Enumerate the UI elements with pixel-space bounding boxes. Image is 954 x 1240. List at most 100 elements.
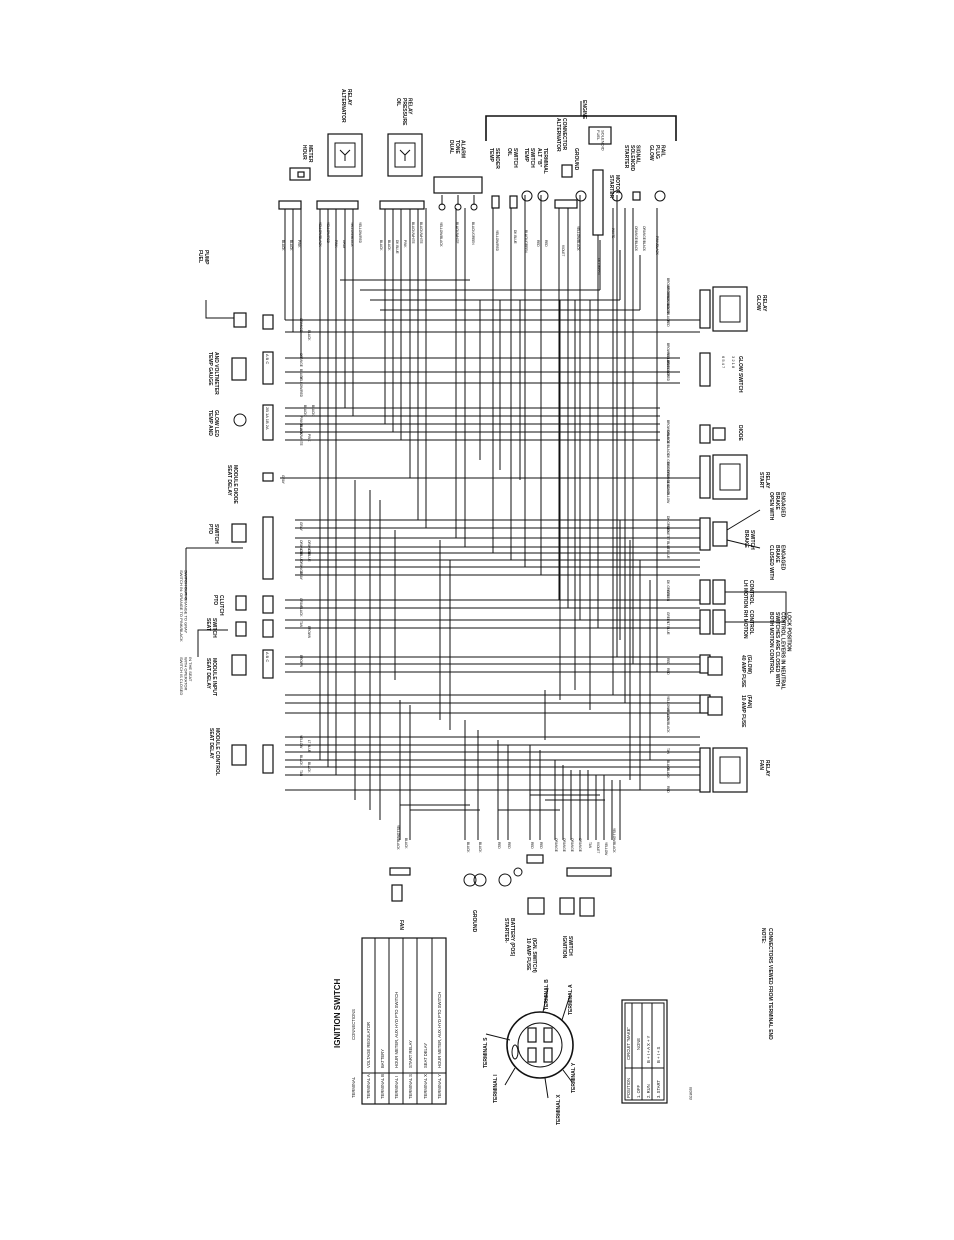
- start-relay-label: STARTRELAY: [758, 472, 770, 489]
- table-cell-connection: HOUR METER, AUX HYD PTO SWITCH: [394, 992, 399, 1068]
- wire-label: BLACK: [666, 304, 670, 315]
- seat-delay-control: SEAT DELAYMODULE CONTROL: [208, 728, 274, 776]
- left-components: FUELPUMP TEMP GAUGEAND VOLTMETER A B C T…: [179, 250, 274, 776]
- circuit-header: CIRCUIT "MAKE": [626, 1027, 631, 1060]
- wire-label: PINK/BLACK: [655, 236, 659, 256]
- temp-gauge: TEMP GAUGEAND VOLTMETER A B C: [207, 351, 274, 395]
- circuit-cell: B + I + S: [656, 1046, 661, 1063]
- wire-label: DK BLUE: [513, 230, 517, 244]
- wire-label: YELLOW/BLACK: [576, 226, 580, 251]
- terminal-y-label: TERMINAL Y: [571, 1062, 577, 1093]
- fan-relay: FANRELAY: [699, 747, 770, 793]
- wire-label: BLACK/WHITE: [299, 424, 303, 446]
- engine-sensors: TEMPSENDER OILSWITCH TEMPSWITCH ALT "B"T…: [488, 148, 549, 209]
- motion-note: BOTH MOTION CONTROLSWITCHES ARE CLOSED W…: [768, 612, 791, 690]
- rh-motion-control: RH MOTIONCONTROL BOTH MOTION CONTROLSWIT…: [699, 591, 791, 690]
- wire-label: YELLOW/BLACK: [666, 708, 670, 733]
- wire-label: YELLOW/BLACK: [666, 352, 670, 377]
- wire-label: GREEN: [666, 612, 670, 624]
- wire-label: TAN: [299, 621, 303, 628]
- wire-label: BROWN: [299, 655, 303, 668]
- fuel-solenoid-label: FUELSOLENOID: [596, 130, 606, 151]
- brake-open-note: OPEN WITHBRAKEENGAGED: [768, 492, 786, 521]
- ignition-switch-connector: IGNITIONSWITCH: [559, 867, 612, 959]
- wire-label: ORANGE: [299, 318, 303, 332]
- table-cell-connection: SEAT DELAY: [423, 1043, 428, 1068]
- terminal-i-label: TERMINAL I: [493, 1074, 499, 1103]
- alt-b-terminal-label: ALT "B"TERMINAL: [536, 148, 548, 174]
- wire-label: PINK: [307, 434, 311, 442]
- wire-label: BLACK: [307, 330, 311, 341]
- wire-label: BLACK: [387, 240, 391, 251]
- wire-label: WHITE: [611, 228, 615, 238]
- terminal-b-label: TERMINAL B: [544, 979, 550, 1010]
- right-wire-labels: BROWN/BLACK BROWN/BLACK PINK/BLACK BLACK…: [666, 278, 670, 793]
- wire-label: YELLOW: [299, 735, 303, 748]
- table-cell-connection: START RELAY: [408, 1040, 413, 1068]
- fuel-starter: GROUND FUELSOLENOID STARTERMOTOR STARTER…: [573, 126, 666, 236]
- wire-label: PINK/BLACK: [299, 416, 303, 436]
- wire-label: RED: [539, 842, 543, 849]
- wire-label: YELLOW/BLACK: [439, 222, 443, 247]
- wire-label: YELLOW/RED: [326, 222, 330, 244]
- seat-switch-pto-clutch: SEATSWITCH PTOCLUTCH SWITCH IS CLOSEDWIT…: [179, 595, 274, 695]
- oil-pressure-relay-label: OILPRESSURERELAY: [395, 98, 413, 126]
- fuel-pump: FUELPUMP: [197, 250, 274, 330]
- fuse10-ign-label: 10 AMP FUSE(IGN. SWITCH): [525, 938, 537, 973]
- wire-label: DK GREEN: [666, 516, 670, 533]
- wire-label: YELLOW/BLACK: [396, 825, 400, 850]
- wire-label: ORANGE: [307, 540, 311, 554]
- wire-label: RED: [507, 842, 511, 849]
- wire-label: BLACK: [307, 762, 311, 773]
- glow-relay: GLOWRELAY: [699, 286, 767, 332]
- wire-label: BLACK: [281, 240, 285, 251]
- lh-motion-control: LH MOTIONCONTROL: [699, 579, 754, 608]
- wire-label: YELLOW/BLACK: [350, 222, 354, 247]
- table-cell-connection: VOLTAGE REGULATOR: [366, 1022, 371, 1068]
- temp-glow-led-label: TEMP ANDGLOW LED: [207, 410, 219, 437]
- wire-label: BLACK/WHITE: [419, 222, 423, 244]
- starter-motor-label: STARTERMOTOR: [608, 175, 620, 199]
- seat-switch-note: SWITCH IS CLOSEDWITH OPERATORIN THE SEAT: [179, 657, 193, 695]
- pto-clutch-label: PTOCLUTCH: [212, 595, 224, 616]
- glow-switch-pins-top: 6 5 4 7: [721, 356, 726, 369]
- wire-label: GRAY: [299, 571, 303, 581]
- table-cell-terminal: TERMINAL Y: [437, 1074, 442, 1099]
- ground-top-label: GROUND: [573, 148, 579, 171]
- position-cell: 2. RUN: [646, 1084, 651, 1098]
- circuit-cell: NONE: [636, 1038, 641, 1050]
- alternator-connector: ALTERNATORCONNECTOR: [554, 118, 578, 209]
- top-components: HOURMETER ALTERNATORRELAY OILPRESSUREREL…: [278, 89, 666, 236]
- fuel-pump-label: FUELPUMP: [197, 250, 209, 265]
- alternator-relay: ALTERNATORRELAY: [316, 89, 363, 210]
- seat-delay-input-label: SEAT DELAYMODULE INPUT: [205, 658, 217, 696]
- bottom-wire-labels: YELLOW/BLACK BLACK BLACK BLACK RED RED R…: [396, 825, 616, 855]
- seat-delay-control-label: SEAT DELAYMODULE CONTROL: [208, 728, 220, 776]
- temp-glow-led-pins: 2B 1A 1B 2A: [265, 407, 270, 430]
- seat-delay-diode-label: SEAT DELAYMODULE DIODE: [226, 465, 238, 505]
- terminal-x-label: TERMINAL X: [556, 1094, 562, 1125]
- wire-label: BLACK: [666, 312, 670, 323]
- table-cell-terminal: TERMINAL S: [408, 1074, 413, 1099]
- position-header: POSITION: [626, 1078, 631, 1098]
- table-cell-terminal: TERMINAL A: [366, 1074, 371, 1099]
- wire-harness: [280, 195, 700, 840]
- diode: DIODE: [699, 424, 743, 444]
- table-header-connections: CONNECTIONS: [351, 1009, 356, 1040]
- pto-switch-label: PTOSWITCH: [207, 524, 219, 544]
- wire-label: ORANGE: [562, 838, 566, 852]
- ignition-switch-table: IGNITION SWITCH TERMINAL CONNECTIONS TER…: [333, 937, 447, 1105]
- starter-battery: STARTER-BATTERY (POS): [498, 867, 523, 957]
- wire-label: BLACK: [311, 405, 315, 416]
- wire-label: BLACK: [303, 405, 307, 416]
- wire-label: BLACK/WHITE: [455, 222, 459, 244]
- wire-label: LT BLUE: [666, 537, 670, 550]
- alternator-connector-label: ALTERNATORCONNECTOR: [555, 118, 567, 152]
- wire-label: BLACK/GREEN: [524, 230, 528, 253]
- dual-tone-alarm-label: DUALTONEALARM: [448, 140, 466, 158]
- circuit-cell: B + I + A X + Y: [646, 1036, 651, 1063]
- wire-label: BLACK: [478, 842, 482, 853]
- top-wire-labels: BLACK BLACK PINK YELLOW/BLACK YELLOW/RED…: [281, 222, 659, 275]
- wire-label: LT BLUE: [666, 546, 670, 559]
